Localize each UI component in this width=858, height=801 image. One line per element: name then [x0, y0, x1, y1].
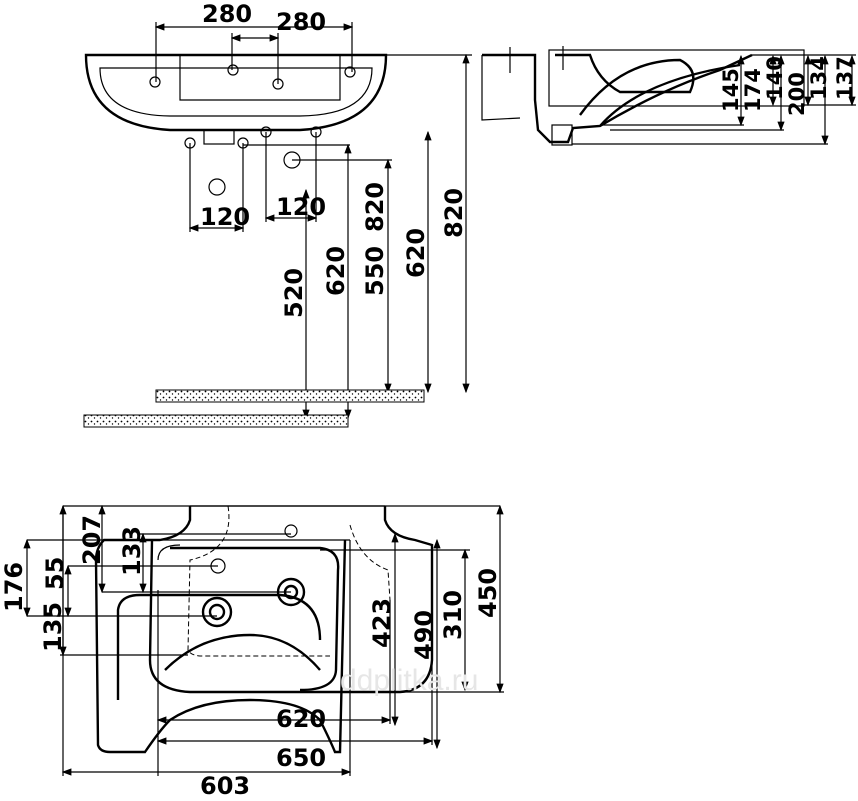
dim-603: 603	[200, 772, 250, 800]
side-view	[481, 46, 856, 146]
dim-620-b: 620	[402, 228, 430, 278]
dim-620: 620	[276, 705, 326, 733]
dim-490: 490	[410, 610, 438, 660]
dim-140: 140	[763, 56, 787, 100]
dim-650: 650	[276, 744, 326, 772]
dim-280-outer: 280	[202, 0, 252, 28]
dim-207: 207	[78, 515, 106, 565]
dim-450: 450	[474, 568, 502, 618]
watermark: ddplitka.ru	[340, 664, 478, 697]
dim-133: 133	[118, 526, 146, 576]
front-view	[83, 22, 472, 428]
dim-820-b: 820	[440, 188, 468, 238]
dim-55: 55	[41, 557, 69, 590]
dim-820-a: 820	[361, 182, 389, 232]
dim-550: 550	[361, 246, 389, 296]
dim-145: 145	[719, 68, 743, 112]
dim-310: 310	[439, 590, 467, 640]
dim-174: 174	[741, 68, 765, 112]
dim-280-inner: 280	[276, 8, 326, 36]
dim-137: 137	[833, 56, 857, 100]
countertop-upper	[155, 389, 425, 403]
dim-135: 135	[39, 602, 67, 652]
dim-134: 134	[807, 56, 831, 100]
dim-520: 520	[280, 268, 308, 318]
dim-120-left: 120	[200, 203, 250, 231]
dim-200: 200	[785, 72, 809, 116]
dim-120-right: 120	[276, 193, 326, 221]
top-view	[23, 504, 504, 776]
dim-176: 176	[0, 562, 28, 612]
dim-620-a: 620	[322, 246, 350, 296]
countertop-lower	[83, 414, 349, 428]
dim-423: 423	[368, 598, 396, 648]
